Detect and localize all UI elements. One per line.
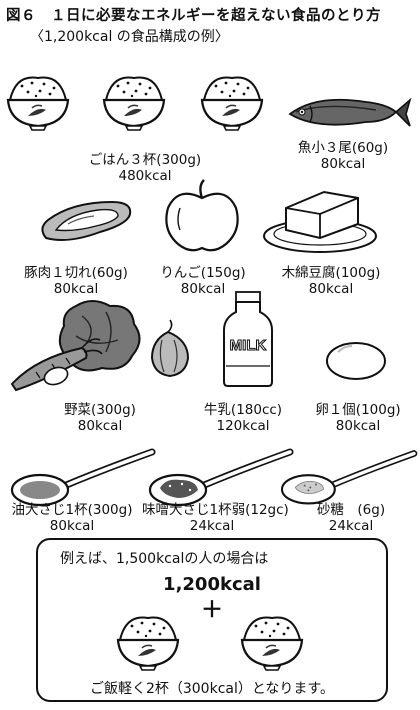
food-name-miso: 味噌大さじ1杯弱(12gc) — [142, 502, 289, 518]
food-label-sugar: 砂糖 (6g) 24kcal — [296, 502, 406, 534]
pork-slice-icon — [41, 200, 132, 241]
food-name-rice: ごはん３杯(300g) — [88, 152, 202, 168]
food-label-rice: ごはん３杯(300g) 480kcal — [70, 152, 220, 184]
food-name-sugar: 砂糖 (6g) — [316, 502, 386, 518]
miso-spoon-icon — [150, 446, 290, 510]
example-result: ご飯軽く2杯（300kcal）となります。 — [89, 681, 335, 697]
food-kcal-rice: 480kcal — [118, 168, 172, 184]
food-name-apple: りんご(150g) — [160, 265, 246, 281]
extra-rice-bowls-icon — [116, 616, 304, 672]
food-label-apple: りんご(150g) 80kcal — [148, 265, 258, 297]
oil-spoon-icon — [12, 446, 152, 510]
food-name-egg: 卵１個(100g) — [315, 402, 401, 418]
food-kcal-miso: 24kcal — [189, 518, 235, 534]
example-box: 例えば、1,500kcalの人の場合は 1,200kcal ＋ ご飯軽く2杯（3… — [36, 538, 388, 702]
example-base-kcal: 1,200kcal — [163, 574, 261, 595]
tofu-icon — [263, 190, 377, 253]
food-name-pork: 豚肉１切れ(60g) — [24, 265, 128, 281]
milk-bottle-icon: MILK — [223, 291, 273, 387]
food-label-tofu: 木綿豆腐(100g) 80kcal — [266, 265, 396, 297]
food-kcal-apple: 80kcal — [180, 281, 226, 297]
food-label-vegetables: 野菜(300g) 80kcal — [48, 402, 152, 434]
food-kcal-milk: 120kcal — [216, 418, 270, 434]
fish-icon — [288, 97, 412, 127]
food-label-milk: 牛乳(180cc) 120kcal — [188, 402, 298, 434]
figure-title: 図６ １日に必要なエネルギーを超えない食品のとり方 — [6, 8, 381, 24]
food-label-oil: 油大さじ1杯(300g) 80kcal — [4, 502, 140, 534]
food-kcal-sugar: 24kcal — [328, 518, 374, 534]
egg-icon — [326, 342, 386, 380]
vegetables-icon — [10, 300, 190, 392]
food-kcal-oil: 80kcal — [49, 518, 95, 534]
milk-label-text: MILK — [230, 337, 267, 354]
food-kcal-fish: 80kcal — [320, 156, 366, 172]
food-label-miso: 味噌大さじ1杯弱(12gc) 24kcal — [142, 502, 289, 534]
food-name-oil: 油大さじ1杯(300g) — [11, 502, 133, 518]
food-name-milk: 牛乳(180cc) — [203, 402, 283, 418]
example-plus-sign: ＋ — [200, 598, 223, 623]
sugar-spoon-icon — [282, 446, 414, 510]
rice-bowls-icon — [6, 76, 264, 132]
example-intro: 例えば、1,500kcalの人の場合は — [60, 551, 269, 567]
food-label-fish: 魚小３尾(60g) 80kcal — [276, 140, 410, 172]
food-kcal-pork: 80kcal — [53, 281, 99, 297]
food-name-vegetables: 野菜(300g) — [64, 402, 136, 418]
food-kcal-tofu: 80kcal — [308, 281, 354, 297]
figure-subtitle: 〈1,200kcal の食品構成の例〉 — [30, 29, 229, 45]
apple-icon — [165, 179, 239, 252]
food-name-tofu: 木綿豆腐(100g) — [281, 265, 381, 281]
food-name-fish: 魚小３尾(60g) — [297, 140, 389, 156]
food-label-egg: 卵１個(100g) 80kcal — [300, 402, 416, 434]
food-kcal-egg: 80kcal — [335, 418, 381, 434]
food-kcal-vegetables: 80kcal — [77, 418, 123, 434]
food-label-pork: 豚肉１切れ(60g) 80kcal — [6, 265, 146, 297]
